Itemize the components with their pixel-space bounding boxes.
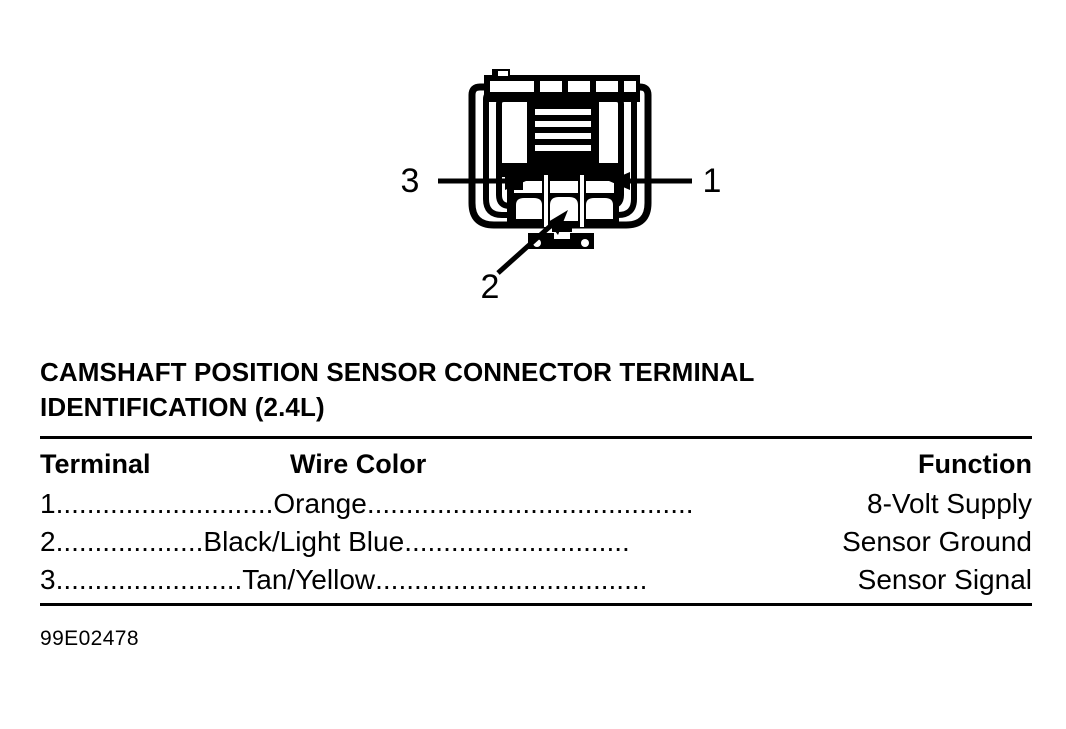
terminal-identification-table: Terminal Wire Color Function 1 .........… [40,436,1032,606]
row-dot-leader-right: ................................... [375,564,648,595]
row-dot-leader-left: ........................ [55,564,243,595]
keyway-rib-2 [535,121,591,127]
row-terminal-number: 3 [40,564,56,595]
connector-bottom-latch [528,227,594,249]
row-dot-leader-right: ............................. [404,526,630,557]
caption-line-1: CAMSHAFT POSITION SENSOR CONNECTOR TERMI… [40,357,755,387]
table-header-row: Terminal Wire Color Function [40,439,1032,485]
callout-2-leader-line [496,219,558,275]
callout-2-label: 2 [481,268,500,305]
terminal-cavity-2-opening [550,197,578,221]
column-header-terminal: Terminal [40,449,151,479]
keyway-rib-1 [535,109,591,115]
row-dot-leader-left: ............................ [55,488,274,519]
row-wire-color: Tan/Yellow [242,564,376,595]
terminal-cavity-3-opening [516,198,542,219]
connector-illustration: 3 1 2 [401,69,722,305]
terminal-housing-top-lip [502,163,624,177]
table-rule-top [40,436,1032,439]
terminal-cavity-1-slot [586,181,614,193]
row-function: Sensor Ground [842,526,1032,557]
column-header-function: Function [918,449,1032,479]
latch-hole-right [581,239,589,247]
top-flange-slot-5 [624,81,636,92]
callout-2-leader [496,210,568,275]
callout-1-arrowhead [609,172,630,190]
top-flange-slot-1 [490,81,534,92]
callout-1-leader [609,172,692,190]
row-function: 8-Volt Supply [867,488,1032,519]
table-row: 2 ................... Black/Light Blue .… [40,523,1032,561]
latch-center-notch [554,231,570,239]
shell-outline-outer [468,83,652,229]
callout-1-label: 1 [703,162,722,200]
terminal-cavity-1 [586,181,614,219]
terminal-cavity-2-slot [550,181,578,193]
top-flange-slot-4 [596,81,618,92]
top-flange-slot-3 [568,81,590,92]
latch-body [528,233,594,249]
row-terminal-number: 2 [40,526,56,557]
row-wire-color: Orange [273,488,367,519]
callout-3-leader [438,172,526,190]
terminal-cavity-3-key [514,181,523,190]
connector-top-flange [484,69,640,102]
terminal-cavity-1-opening [586,198,613,219]
caption-line-2: IDENTIFICATION (2.4L) [40,392,325,422]
column-header-wire-color: Wire Color [290,449,427,479]
row-terminal-number: 1 [40,488,56,519]
keyway-rib-3 [535,133,591,139]
keyway-rib-4 [535,145,591,151]
cavity-divider-left [544,175,548,227]
row-wire-color: Black/Light Blue [203,526,405,557]
table-rule-bottom [40,603,1032,606]
terminal-cavity-3 [514,181,542,219]
table-row: 3 ........................ Tan/Yellow ..… [40,561,1032,599]
latch-center-bridge [552,227,572,232]
table-row: 1 ............................ Orange ..… [40,485,1032,523]
callout-2-arrowhead [548,210,568,235]
cavity-divider-right [580,175,584,227]
row-dot-leader-right: ........................................… [366,488,694,519]
figure-code-label: 99E02478 [40,627,139,650]
row-dot-leader-left: ................... [55,526,204,557]
callout-3-arrowhead [505,172,526,190]
connector-keyway-block [527,102,599,164]
terminal-cavity-2 [550,181,578,221]
top-flange-slot-2 [540,81,562,92]
figure-caption: CAMSHAFT POSITION SENSOR CONNECTOR TERMI… [40,355,1032,425]
top-flange-notch-hole [498,71,508,76]
row-function: Sensor Signal [857,564,1032,595]
connector-figure: 3 1 2 [0,0,1066,330]
table-body: 1 ............................ Orange ..… [40,485,1032,603]
callout-3-label: 3 [401,162,420,200]
